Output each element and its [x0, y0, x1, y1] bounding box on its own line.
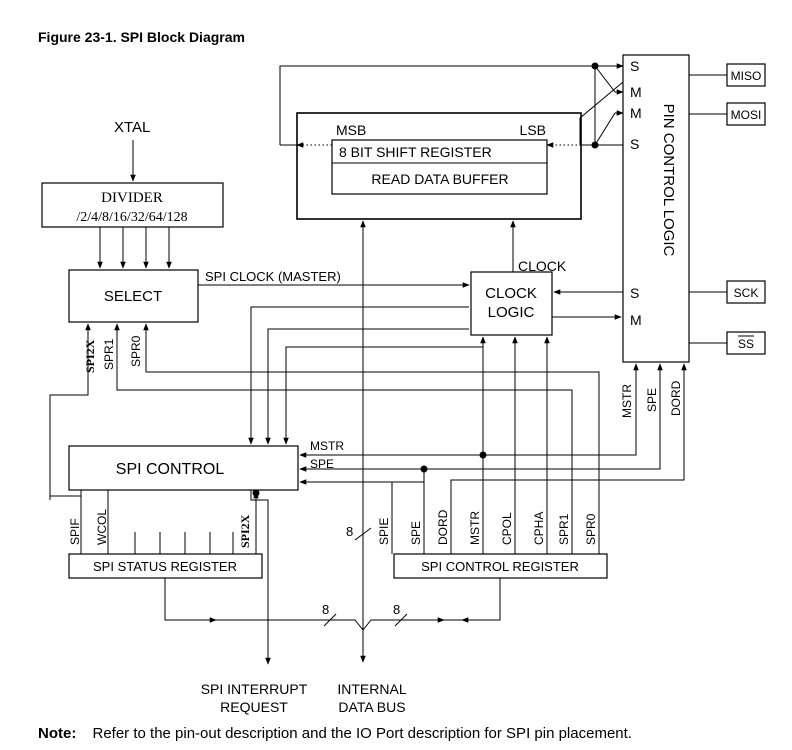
databus-label-1: INTERNAL: [337, 681, 406, 697]
pin-control-label: PIN CONTROL LOGIC: [660, 104, 677, 257]
divider-block: [41, 182, 224, 228]
control-register-label: SPI CONTROL REGISTER: [421, 559, 579, 574]
pin-miso-label: MISO: [731, 69, 762, 83]
spr0-select-line: [143, 323, 600, 557]
pin-control-logic: [622, 54, 690, 363]
spi2x-select-label: SPI2X: [83, 339, 97, 373]
clock-logic-label-1: CLOCK: [485, 285, 537, 302]
spi2x-status-label: SPI2X: [238, 514, 252, 548]
m-cross-1: [594, 65, 624, 95]
spi-control-label: SPI CONTROL: [116, 461, 225, 478]
port-s1: S: [630, 58, 639, 74]
mstr-pin-line: [483, 363, 639, 456]
bus-width-vertical: 8: [346, 524, 353, 539]
control-bit-mstr: MSTR: [468, 511, 482, 545]
interrupt-label-1: SPI INTERRUPT: [201, 681, 308, 697]
port-m1: M: [630, 84, 642, 100]
databus-horizontal: [164, 578, 501, 631]
divider-ratios: /2/4/8/16/32/64/128: [76, 210, 187, 225]
port-s2: S: [630, 136, 639, 152]
spif-label: SPIF: [68, 518, 82, 545]
spi-clock-master-label: SPI CLOCK (MASTER): [205, 269, 341, 284]
clock-logic-block: [470, 271, 553, 336]
note-text: Refer to the pin-out description and the…: [93, 725, 632, 742]
pin-mosi-label: MOSI: [731, 108, 762, 122]
pin-ss-label: SS: [738, 337, 754, 351]
pin-ss: [726, 331, 766, 355]
status-register-label: SPI STATUS REGISTER: [93, 559, 237, 574]
pin-miso: [726, 63, 766, 87]
pin-mosi: [726, 102, 766, 126]
figure-title: Figure 23-1. SPI Block Diagram: [38, 29, 245, 45]
clock-signal-label: CLOCK: [518, 258, 567, 274]
note-label: Note:: [38, 725, 76, 742]
databus-label-2: DATA BUS: [338, 699, 405, 715]
bus-width-left: 8: [322, 602, 329, 617]
shift-register-inner: [331, 139, 548, 195]
spe-ctrl-label: SPE: [310, 457, 334, 471]
clock-logic-label-2: LOGIC: [488, 304, 535, 321]
port-m2: M: [630, 105, 642, 121]
shift-register-label: 8 BIT SHIFT REGISTER: [339, 144, 492, 160]
control-bit-spr0: SPR0: [584, 513, 598, 545]
mstr-pin-label: MSTR: [620, 384, 634, 418]
spr0-select-label: SPR0: [129, 335, 143, 367]
interrupt-label-2: REQUEST: [220, 699, 288, 715]
spe-pin-label: SPE: [645, 388, 659, 412]
spi-control-register: [393, 553, 608, 579]
spe-pin-line: [424, 363, 663, 470]
control-bit-dord: DORD: [436, 509, 450, 545]
m-cross-2: [594, 110, 624, 146]
control-bits: SPIE SPE DORD MSTR CPOL CPHA SPR1 SPR0: [377, 509, 598, 545]
spi-status-register: [68, 553, 263, 579]
control-bit-spr1: SPR1: [557, 513, 571, 545]
control-bit-spie: SPIE: [377, 518, 391, 545]
select-block: [68, 269, 199, 323]
status-bits: [80, 490, 259, 554]
note: Note: Refer to the pin-out description a…: [38, 725, 632, 742]
read-buffer-label: READ DATA BUFFER: [371, 171, 508, 187]
divider-title: DIVIDER: [101, 190, 163, 206]
dord-pin-label: DORD: [669, 380, 683, 416]
xtal-label: XTAL: [114, 119, 150, 136]
dord-pin-line: [450, 363, 687, 557]
spr1-select-line: [114, 323, 573, 557]
port-m-clk: M: [630, 312, 642, 328]
bus-width-right: 8: [393, 602, 400, 617]
port-s-clk: S: [630, 285, 639, 301]
mstr-ctrl-label: MSTR: [310, 439, 344, 453]
spi-control-block: [68, 445, 299, 491]
control-bit-cpol: CPOL: [500, 512, 514, 545]
interrupt-line: [250, 490, 271, 665]
wcol-label: WCOL: [95, 509, 109, 545]
pin-sck-label: SCK: [734, 286, 759, 300]
msb-output-loop: [279, 63, 624, 145]
lsb-label: LSB: [520, 122, 546, 138]
pin-sck: [726, 280, 766, 304]
control-bit-spe: SPE: [409, 521, 423, 545]
spi2x-select-line: [49, 323, 91, 500]
m-return: [579, 81, 624, 145]
control-bit-cpha: CPHA: [532, 512, 546, 545]
select-label: SELECT: [104, 288, 162, 305]
msb-label: MSB: [336, 122, 366, 138]
divider-outputs: [97, 227, 172, 269]
spr1-select-label: SPR1: [102, 338, 116, 370]
